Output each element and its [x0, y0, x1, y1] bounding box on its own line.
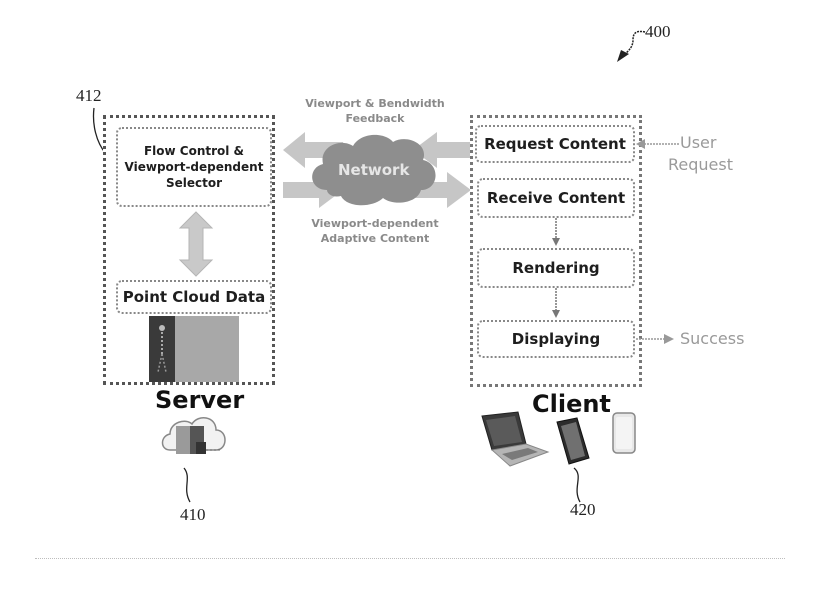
- feedback-label-line-1: Viewport & Bendwidth: [305, 97, 445, 110]
- success-arrow-icon: [636, 334, 674, 344]
- user-request-arrow-icon: [636, 139, 680, 149]
- client-device-leader-line: [573, 467, 581, 503]
- figure-ref-400: 400: [645, 22, 671, 41]
- flow-control-selector-box: Flow Control & Viewport-dependent Select…: [116, 127, 272, 207]
- feedback-label: Viewport & Bendwidth Feedback: [290, 96, 460, 126]
- server-device-ref-410: 410: [180, 505, 206, 524]
- user-request-line-2: Request: [668, 155, 733, 174]
- cloud-server-icon: [161, 417, 226, 454]
- content-arrow-right-icon: [413, 172, 471, 208]
- selector-line-1: Flow Control &: [143, 144, 245, 158]
- server-ref-412: 412: [76, 86, 102, 105]
- step-arrow-1-icon: [552, 218, 560, 246]
- network-cloud-icon: [312, 134, 436, 206]
- laptop-icon: [481, 411, 550, 467]
- step-arrow-2-icon: [552, 288, 560, 318]
- content-label-line-1: Viewport-dependent: [311, 217, 439, 230]
- feedback-arrow-left-icon: [283, 132, 343, 168]
- server-label: Server: [155, 386, 245, 414]
- client-step-receive-content: Receive Content: [477, 178, 635, 218]
- adaptive-content-label: Viewport-dependent Adaptive Content: [290, 216, 460, 246]
- content-label-line-2: Adaptive Content: [320, 232, 430, 245]
- feedback-arrow-right-icon: [413, 132, 473, 168]
- phone-icon: [612, 412, 636, 454]
- selector-line-3: Selector: [165, 176, 223, 190]
- client-step-request-content: Request Content: [475, 125, 635, 163]
- client-step-displaying: Displaying: [477, 320, 635, 358]
- point-cloud-figure-light: [175, 316, 239, 382]
- bidirectional-arrow-icon: [178, 211, 214, 277]
- client-step-rendering: Rendering: [477, 248, 635, 288]
- user-request-label: User Request: [668, 132, 733, 176]
- figure-ref-arrow-icon: [617, 30, 646, 62]
- client-label: Client: [532, 390, 611, 418]
- tablet-icon: [556, 417, 590, 465]
- client-device-ref-420: 420: [570, 500, 596, 519]
- success-label: Success: [680, 329, 745, 348]
- network-diagram: [283, 132, 473, 208]
- server-device-leader-line: [183, 467, 191, 503]
- human-figure-icon: [157, 325, 167, 373]
- point-cloud-data-box: Point Cloud Data: [116, 280, 272, 314]
- user-request-line-1: User: [680, 133, 717, 152]
- feedback-label-line-2: Feedback: [345, 112, 405, 125]
- page-divider: [35, 558, 785, 559]
- point-cloud-image: [149, 316, 239, 382]
- selector-line-2: Viewport-dependent: [124, 160, 264, 174]
- network-label: Network: [338, 161, 410, 179]
